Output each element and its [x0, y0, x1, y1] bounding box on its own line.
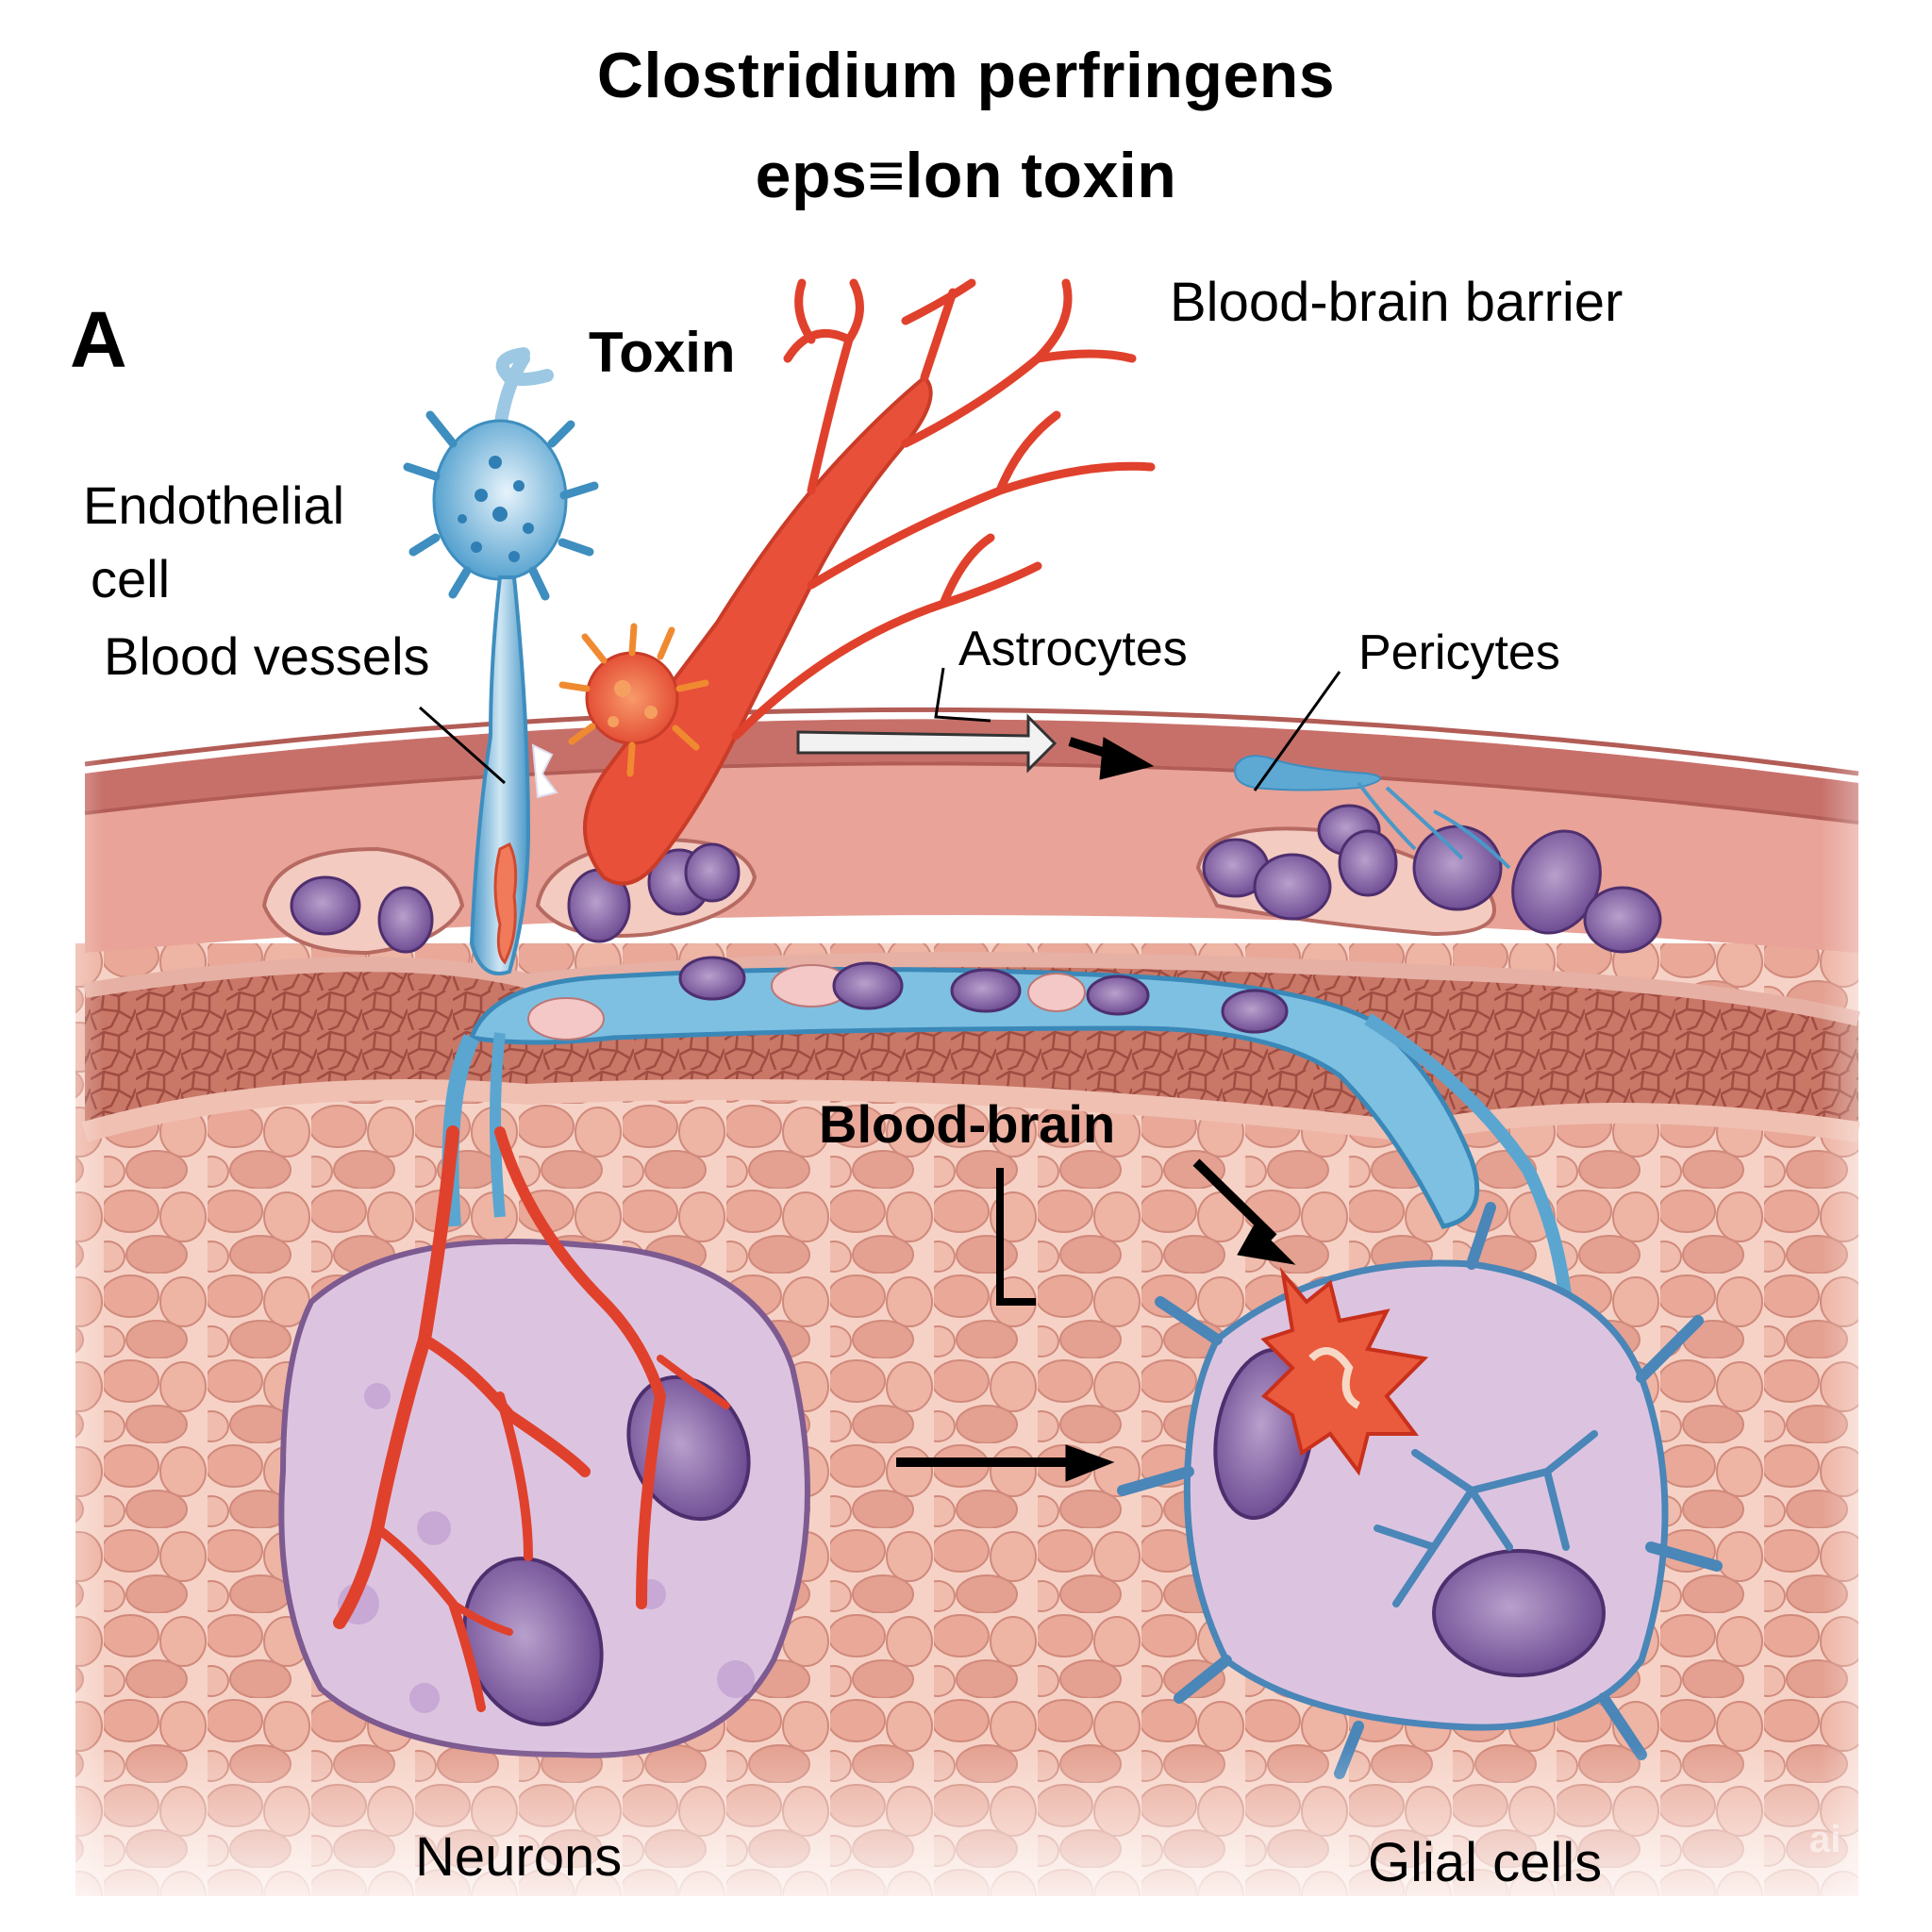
label-glial-cells: Glial cells: [1368, 1832, 1603, 1893]
toxin-vessel: [558, 278, 1156, 886]
annotation-lines: [419, 667, 1341, 1306]
neuron-cell: [278, 1125, 810, 1758]
hollow-arrow: [796, 713, 1058, 774]
label-blood-brain: Blood-brain: [819, 1094, 1116, 1154]
label-blood-vessels: Blood vessels: [104, 626, 430, 686]
capillary-endothelium: [441, 956, 1573, 1303]
label-neurons: Neurons: [415, 1826, 623, 1888]
label-blood-brain-barrier: Blood-brain barrier: [1170, 272, 1624, 333]
glial-cell: [1117, 1202, 1723, 1779]
label-pericytes: Pericytes: [1358, 625, 1560, 680]
pericyte-nuclei: [261, 804, 1662, 956]
label-astrocytes: Astrocytes: [958, 622, 1188, 676]
figure-title-line1: Clostridium perfringens: [596, 40, 1336, 111]
label-toxin: Toxin: [589, 321, 736, 384]
pericyte-cell: [1234, 755, 1511, 870]
watermark: ai: [1809, 1819, 1841, 1860]
label-endothelial-cell: cell: [91, 549, 171, 608]
label-endothelial: Endothelial: [83, 475, 345, 535]
arrow-icon: [896, 737, 1296, 1482]
endothelial-cell: [403, 347, 599, 975]
panel-letter: A: [70, 295, 127, 384]
figure-title-line2: eps≡lon toxin: [755, 140, 1177, 211]
